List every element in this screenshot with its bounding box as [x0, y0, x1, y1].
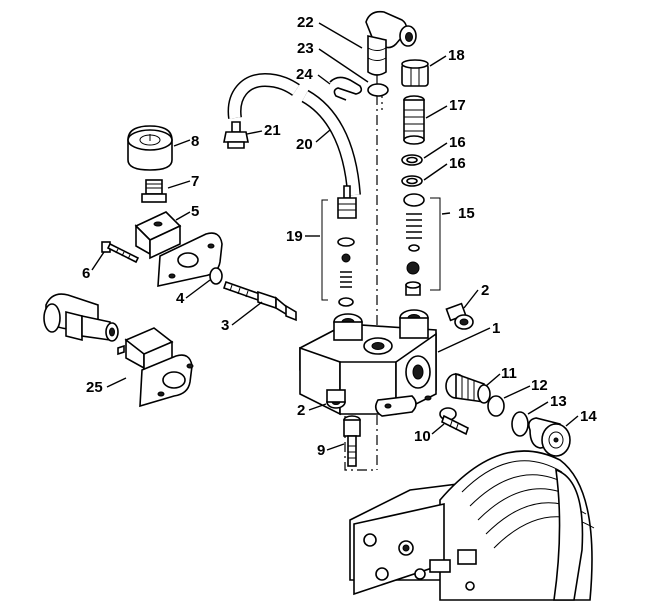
- o-ring-13-part: [511, 411, 529, 437]
- leader-lines: [91, 22, 579, 451]
- tube-part: [220, 70, 221, 71]
- nozzle-fitting-part: [223, 121, 249, 149]
- end-cap-part: [528, 417, 571, 457]
- callout-7: 7: [191, 173, 199, 190]
- plug-2b-part: [326, 389, 346, 409]
- o-ring-23-part: [367, 83, 389, 97]
- bracket-19: [321, 199, 328, 301]
- check-valve-kit-part: [403, 193, 425, 296]
- cap-part: [127, 125, 173, 171]
- relief-valve-part: [445, 372, 491, 404]
- callout-1: 1: [492, 320, 500, 337]
- screw-6-part: [101, 241, 140, 264]
- callout-21: 21: [264, 122, 281, 139]
- callout-24: 24: [296, 66, 313, 83]
- callout-14: 14: [580, 408, 597, 425]
- unloader-valve-part: [337, 185, 357, 307]
- callout-5: 5: [191, 203, 199, 220]
- callout-23: 23: [297, 40, 314, 57]
- callout-3: 3: [221, 317, 229, 334]
- callout-16b: 16: [449, 155, 466, 172]
- callout-11: 11: [501, 365, 517, 382]
- callout-2a: 2: [481, 282, 489, 299]
- o-ring-4-part: [209, 267, 223, 285]
- callout-9: 9: [317, 442, 325, 459]
- valve-stem-part: [222, 280, 297, 322]
- callout-17: 17: [449, 97, 466, 114]
- callout-13: 13: [550, 393, 567, 410]
- pump-head-part: [299, 309, 437, 417]
- retaining-clip-part: [329, 76, 363, 101]
- callout-4: 4: [176, 290, 185, 307]
- o-ring-12-part: [487, 395, 505, 417]
- bracket-15: [430, 197, 441, 291]
- callout-15: 15: [458, 205, 475, 222]
- callout-22: 22: [297, 14, 314, 31]
- callout-12: 12: [531, 377, 548, 394]
- hex-nut-part: [401, 59, 429, 87]
- outlet-manifold-part: [134, 211, 223, 288]
- bolt-9-part: [343, 415, 361, 467]
- callout-8: 8: [191, 133, 199, 150]
- callout-16a: 16: [449, 134, 466, 151]
- callout-18: 18: [448, 47, 465, 64]
- pump-motor-body: [349, 450, 595, 601]
- screw-10-part: [439, 407, 469, 436]
- callout-2b: 2: [297, 402, 305, 419]
- callout-19: 19: [286, 228, 303, 245]
- threaded-fitting-part: [141, 179, 167, 203]
- plug-2a-part: [445, 302, 474, 330]
- callout-10: 10: [414, 428, 431, 445]
- valve-cage-part: [403, 95, 425, 145]
- callout-25: 25: [86, 379, 103, 396]
- adapter-assembly-part: [43, 293, 194, 408]
- callout-6: 6: [82, 265, 90, 282]
- callout-labels: 22 23 24 18 17 21 20 8 16 16 7 5 15 19 6…: [82, 14, 597, 459]
- elbow-fitting-part: [365, 10, 417, 76]
- callout-20: 20: [296, 136, 313, 153]
